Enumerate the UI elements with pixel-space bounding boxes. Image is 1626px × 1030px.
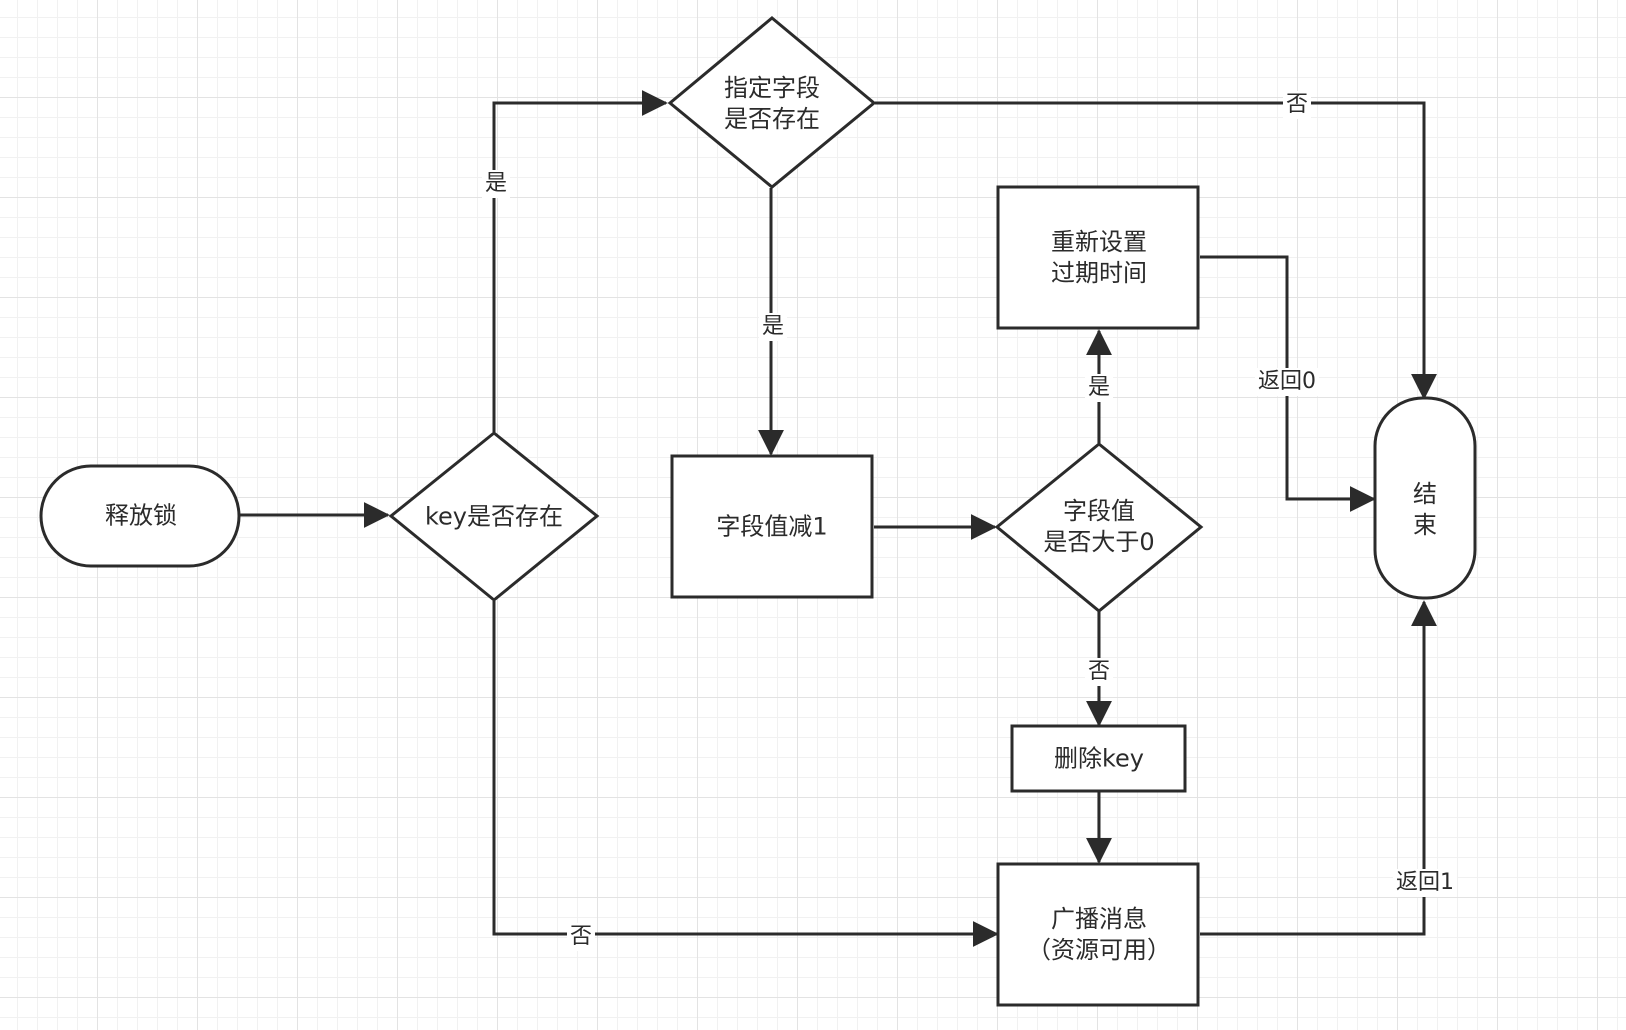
edge-key-yes-to-field [492, 90, 668, 432]
end-terminator-shape [1373, 396, 1477, 600]
greater-zero-decision-shape [994, 442, 1204, 613]
gt-yes-edge-label: 是 [1084, 374, 1114, 402]
delete-key-process-shape [1010, 724, 1187, 793]
end-node-label: 结 束 [1413, 480, 1437, 539]
edge-field-no-to-end [875, 101, 1437, 400]
broadcast-node-label: 广播消息 （资源可用） [1027, 905, 1171, 964]
gt-no-edge-label: 否 [1084, 658, 1114, 686]
start-node-label: 释放锁 [105, 501, 177, 530]
return-1-edge-label: 返回1 [1393, 869, 1457, 897]
key-yes-edge-label: 是 [481, 170, 511, 198]
field-no-edge-label: 否 [1282, 91, 1312, 119]
field-yes-edge-label: 是 [758, 313, 788, 341]
return-0-edge-label: 返回0 [1255, 368, 1319, 396]
greater-zero-node-label: 字段值 是否大于0 [1043, 497, 1155, 556]
decrement-node-label: 字段值减1 [716, 512, 828, 541]
field-exists-node-label: 指定字段 是否存在 [724, 74, 820, 133]
delete-key-node-label: 删除key [1053, 744, 1145, 773]
reset-expiry-process-shape [996, 185, 1200, 330]
edge-key-no-to-broadcast [492, 601, 999, 947]
reset-expiry-node-label: 重新设置 过期时间 [1051, 228, 1147, 287]
edge-broadcast-return1-to-end [1200, 600, 1437, 936]
broadcast-process-shape [996, 862, 1200, 1007]
key-exists-node-label: key是否存在 [424, 502, 564, 531]
field-exists-decision-shape [667, 16, 877, 189]
key-exists-decision-shape [388, 431, 600, 602]
key-no-edge-label: 否 [566, 923, 596, 951]
decrement-process-shape [670, 454, 874, 599]
start-terminator-shape [39, 464, 241, 568]
